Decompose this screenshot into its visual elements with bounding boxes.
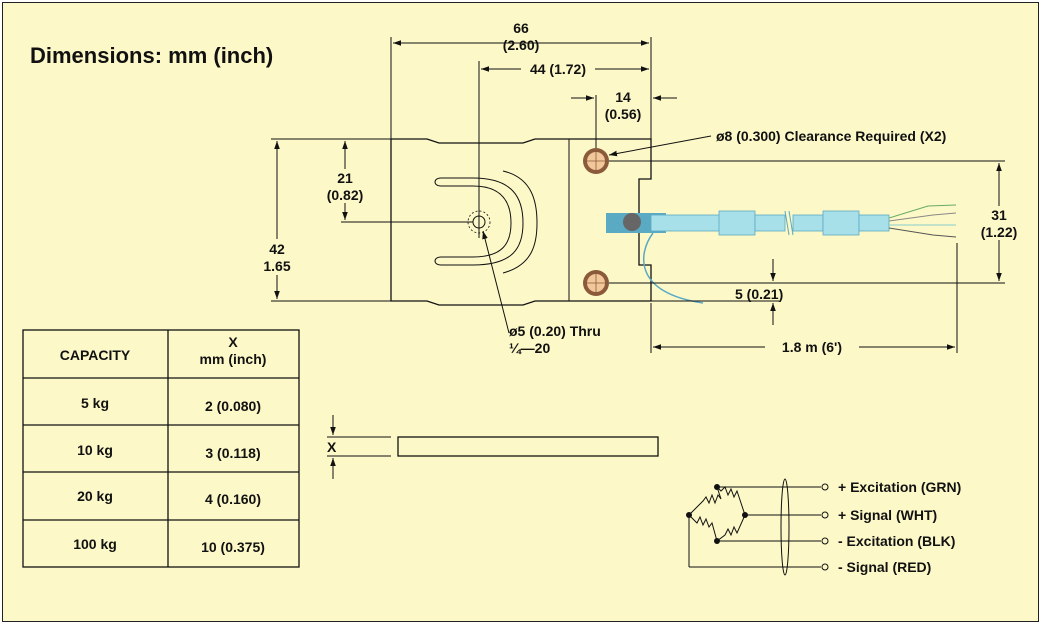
page-title: Dimensions: mm (inch) (30, 43, 273, 68)
dimension-drawing: Dimensions: mm (inch) (22, 20, 1031, 576)
wire-label-excitation-positive: + Excitation (GRN) (838, 479, 961, 495)
table-cell-x: 2 (0.080) (205, 398, 261, 414)
dim-hole-spacing-in: (1.22) (981, 224, 1018, 240)
mounting-screw-bottom (583, 270, 609, 296)
dim-hole-to-edge-mm: 14 (615, 89, 631, 105)
table-cell-capacity: 100 kg (73, 536, 117, 552)
mounting-screw-top (583, 148, 609, 174)
table-cell-x: 10 (0.375) (201, 539, 265, 555)
clearance-note: ø8 (0.300) Clearance Required (X2) (716, 128, 946, 144)
dim-hole-offset: 5 (0.21) (735, 286, 783, 302)
dim-thru-hole: ø5 (0.20) Thru (509, 323, 601, 339)
wire-label-excitation-negative: - Excitation (BLK) (838, 533, 955, 549)
dim-overall-width-in: (2.60) (503, 37, 540, 53)
load-cell-body (390, 138, 652, 306)
table-cell-capacity: 5 kg (81, 395, 109, 411)
table-cell-capacity: 20 kg (77, 488, 113, 504)
dim-overall-height-in: 1.65 (263, 258, 290, 274)
dim-hole-to-edge-in: (0.56) (605, 106, 642, 122)
dim-hole-spacing-mm: 31 (991, 207, 1007, 223)
dim-hole-height-in: (0.82) (327, 187, 364, 203)
dim-center-to-hole: 44 (1.72) (530, 61, 586, 77)
dim-thread: ¼—20 (509, 340, 550, 356)
table-cell-x: 4 (0.160) (205, 491, 261, 507)
capacity-table (22, 329, 300, 568)
table-cell-x: 3 (0.118) (205, 445, 260, 461)
table-header-capacity: CAPACITY (60, 347, 131, 363)
table-header-unit: mm (inch) (200, 351, 267, 367)
wire-label-signal-negative: - Signal (RED) (838, 559, 931, 575)
dim-overall-height-mm: 42 (269, 241, 285, 257)
table-header-x: X (228, 334, 238, 350)
dimension-lines (271, 37, 1005, 353)
dim-overall-width-mm: 66 (513, 20, 529, 36)
wiring-diagram (686, 478, 829, 576)
dim-side-x: X (327, 439, 337, 455)
side-view (327, 415, 659, 479)
table-cell-capacity: 10 kg (77, 442, 113, 458)
dim-hole-height-mm: 21 (337, 170, 353, 186)
cable (606, 204, 957, 304)
dim-cable-length: 1.8 m (6') (782, 339, 842, 355)
wire-label-signal-positive: + Signal (WHT) (838, 507, 937, 523)
